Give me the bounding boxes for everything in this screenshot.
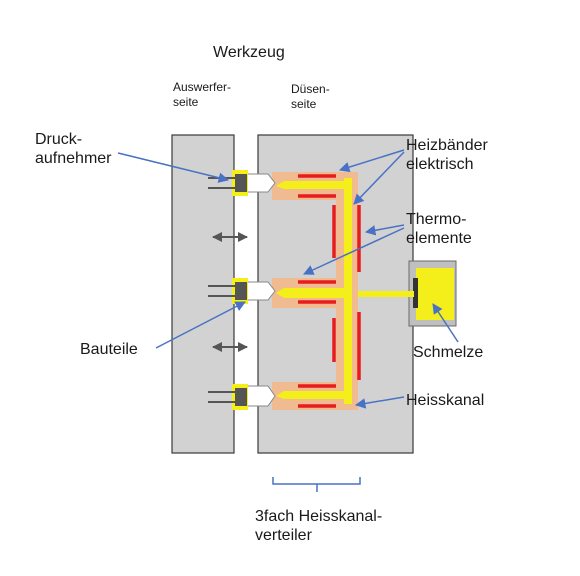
melt-reservoir bbox=[416, 268, 454, 320]
leader-lines bbox=[117, 149, 459, 409]
ejector-side-label: Auswerfer- seite bbox=[173, 80, 232, 109]
thermocouples-label: Thermo- elemente bbox=[406, 211, 472, 247]
melt-channels bbox=[276, 178, 352, 404]
manifold-label: 3fach Heisskanal- verteiler bbox=[255, 508, 383, 544]
parts-label: Bauteile bbox=[80, 341, 138, 358]
pressure-sensors bbox=[208, 170, 248, 410]
ejector-plate bbox=[171, 134, 235, 454]
parts bbox=[246, 173, 276, 407]
pressure-sensor-label: Druck- aufnehmer bbox=[35, 131, 112, 167]
movement-arrows bbox=[212, 232, 248, 352]
heating-bands-label: Heizbänder elektrisch bbox=[406, 137, 488, 173]
heating-bands bbox=[298, 174, 361, 408]
melt-label: Schmelze bbox=[413, 344, 484, 361]
hot-runner-label: Heisskanal bbox=[406, 392, 485, 409]
title-werkzeug: Werkzeug bbox=[213, 44, 285, 61]
manifold-bracket bbox=[272, 477, 361, 492]
nozzle-side-label: Düsen- seite bbox=[291, 82, 330, 111]
